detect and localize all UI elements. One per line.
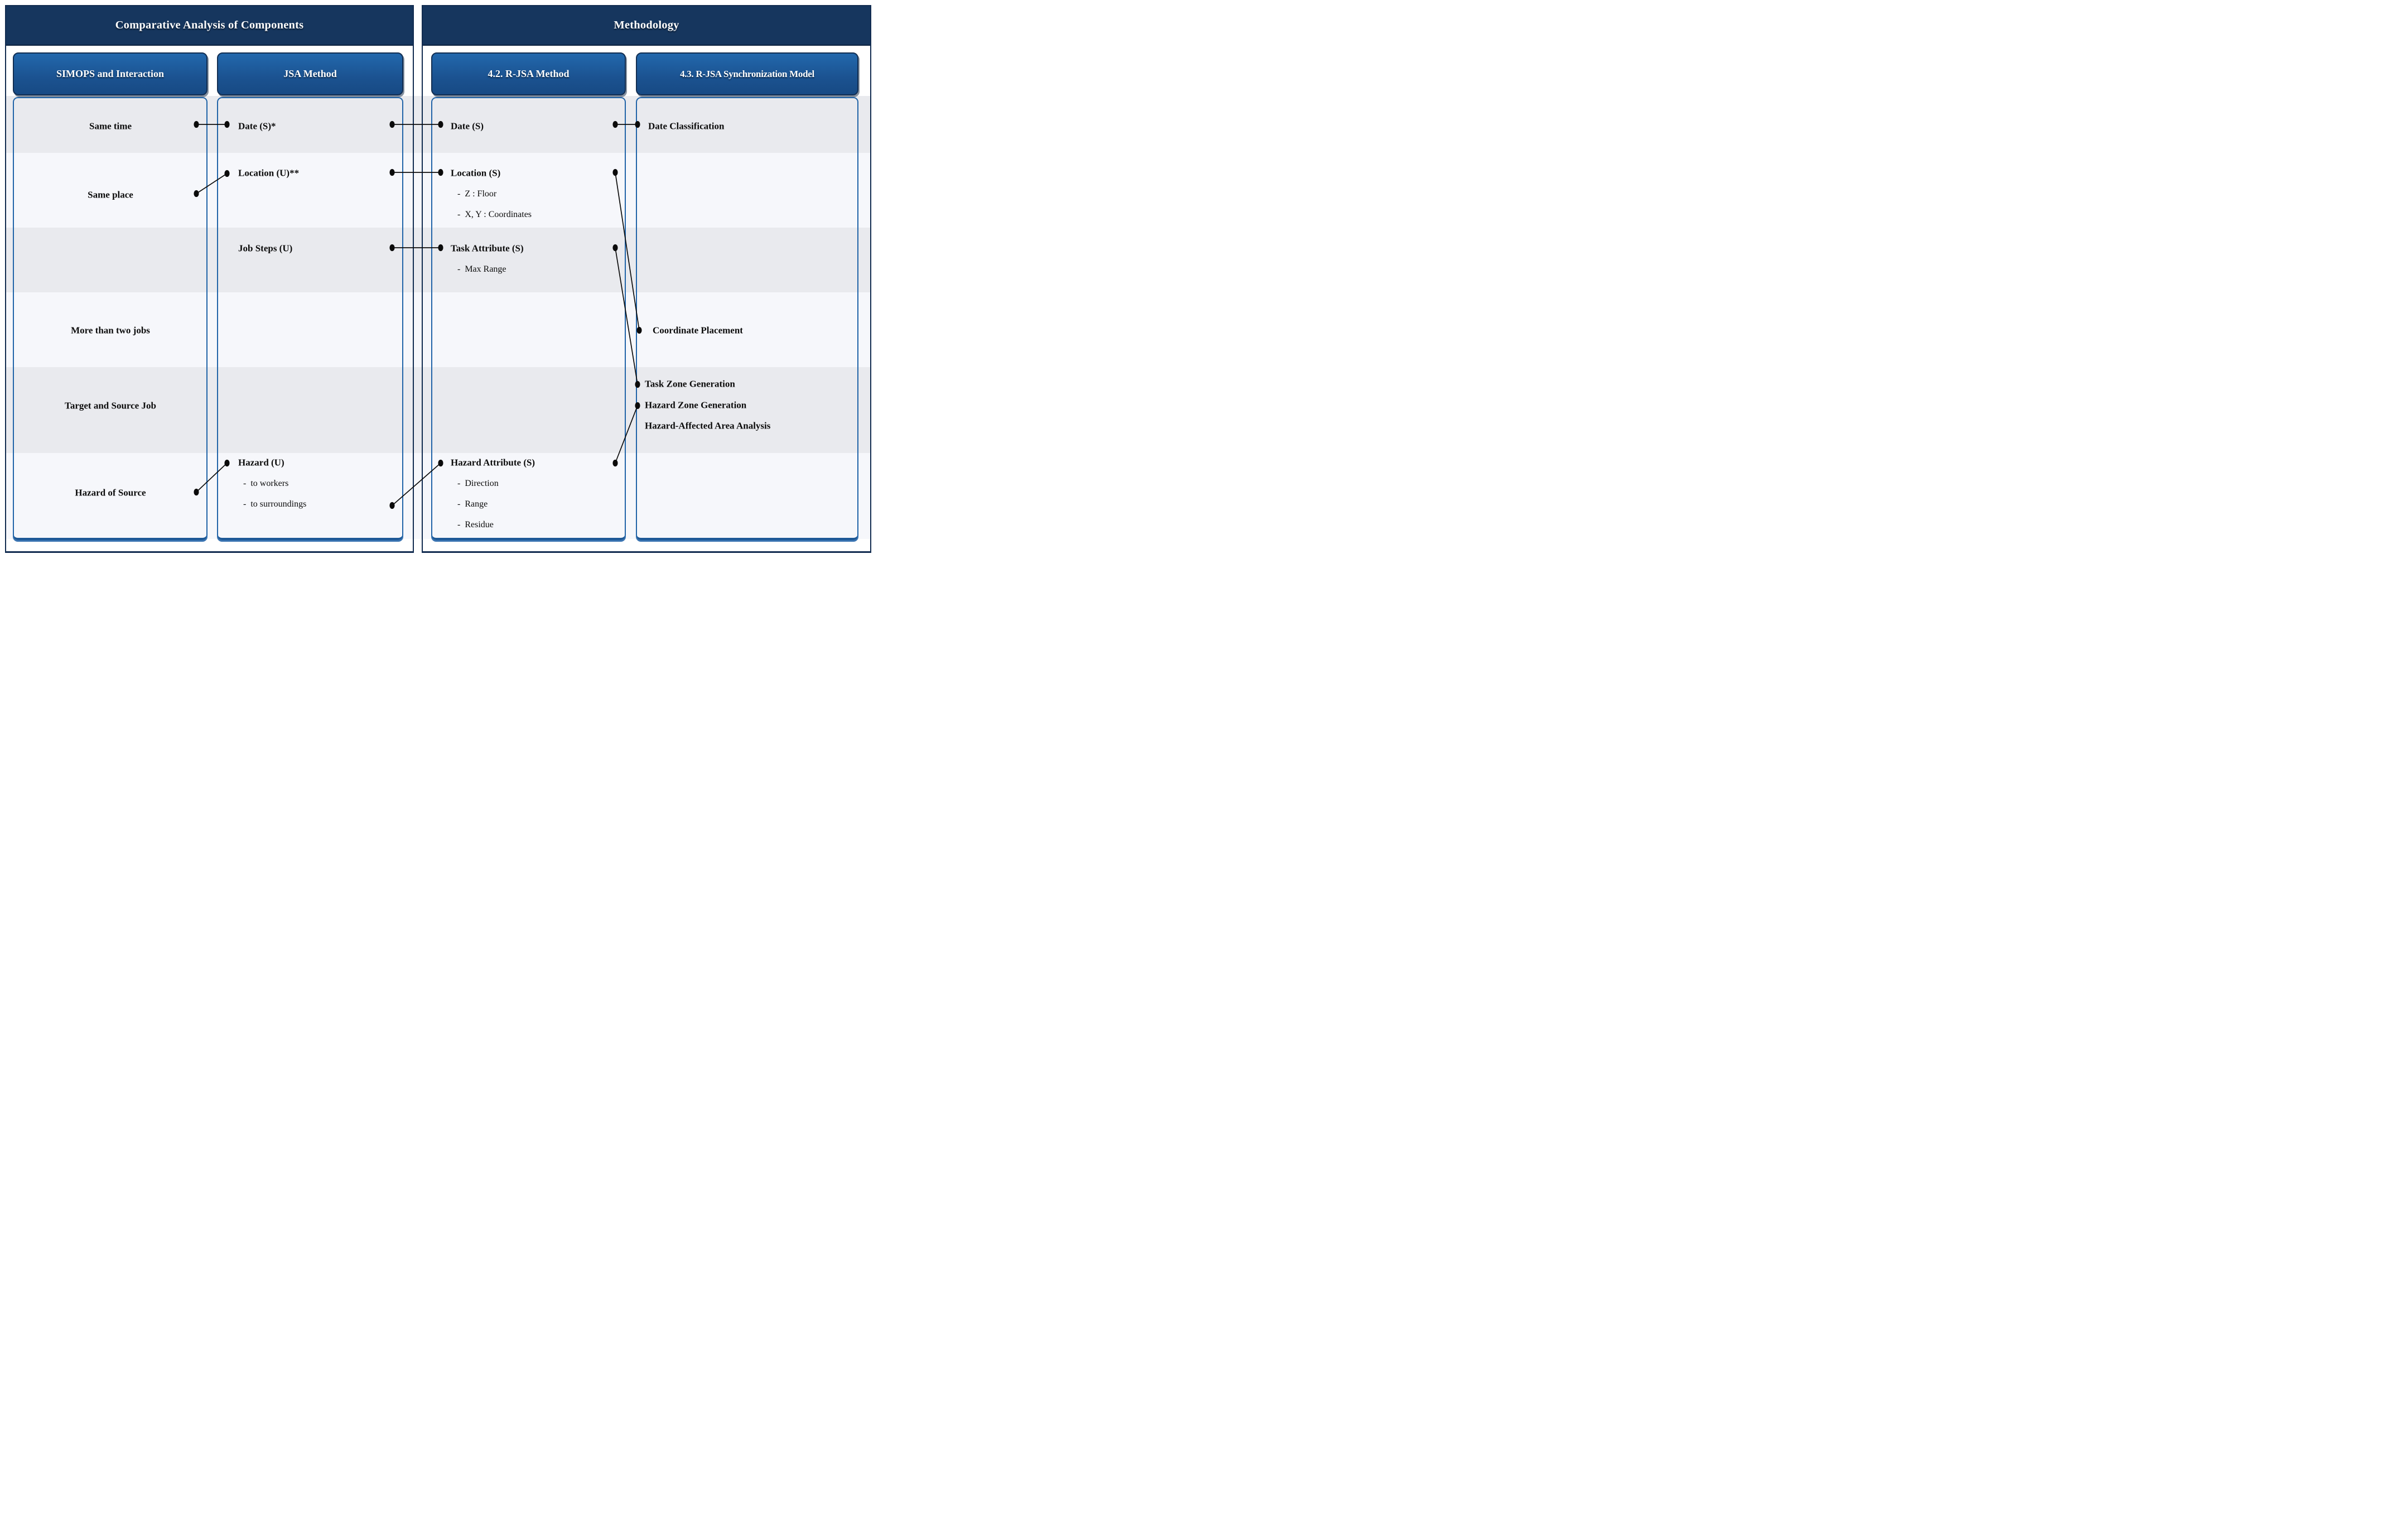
label-jsa-date: Date (S)* <box>238 121 276 132</box>
label-rjsa-task-attribute: Task Attribute (S) <box>451 243 524 254</box>
label-sync-coordinate-placement: Coordinate Placement <box>653 325 743 336</box>
column-frame-rjsa <box>431 97 626 540</box>
column-header-rjsa: 4.2. R-JSA Method <box>431 52 626 95</box>
label-jsa-hazard-to-surroundings: - to surroundings <box>243 499 307 509</box>
label-same-time: Same time <box>89 121 132 132</box>
label-rjsa-max-range: - Max Range <box>457 264 506 274</box>
column-frame-jsa <box>217 97 403 540</box>
left-panel: Comparative Analysis of Components <box>5 5 414 553</box>
label-same-place: Same place <box>88 189 133 200</box>
label-more-than-two-jobs: More than two jobs <box>71 325 150 336</box>
column-header-sync: 4.3. R-JSA Synchronization Model <box>636 52 858 95</box>
label-rjsa-direction: - Direction <box>457 479 499 489</box>
row-band-3 <box>5 228 871 292</box>
row-band-4 <box>5 292 871 367</box>
label-rjsa-xy-coordinates: - X, Y : Coordinates <box>457 210 532 220</box>
right-panel-title: Methodology <box>423 6 870 46</box>
left-panel-title: Comparative Analysis of Components <box>6 6 413 46</box>
right-panel: Methodology <box>422 5 871 553</box>
comparison-diagram: Comparative Analysis of Components Metho… <box>0 0 875 553</box>
label-sync-hazard-affected-area-analysis: Hazard-Affected Area Analysis <box>645 420 771 431</box>
label-hazard-of-source: Hazard of Source <box>75 487 146 498</box>
label-jsa-hazard-to-workers: - to workers <box>243 479 289 489</box>
column-frame-sync <box>636 97 858 540</box>
label-rjsa-z-floor: - Z : Floor <box>457 189 497 199</box>
label-jsa-location: Location (U)** <box>238 167 300 179</box>
label-rjsa-range: - Range <box>457 499 488 509</box>
label-rjsa-residue: - Residue <box>457 520 494 530</box>
label-sync-date-classification: Date Classification <box>648 121 725 132</box>
column-header-jsa: JSA Method <box>217 52 403 95</box>
label-rjsa-hazard-attribute: Hazard Attribute (S) <box>451 457 535 468</box>
label-sync-hazard-zone-generation: Hazard Zone Generation <box>645 399 747 411</box>
column-frame-simops <box>13 97 207 540</box>
column-header-simops: SIMOPS and Interaction <box>13 52 207 95</box>
row-band-5 <box>5 367 871 453</box>
row-band-2 <box>5 153 871 228</box>
label-rjsa-date: Date (S) <box>451 121 484 132</box>
label-jsa-hazard: Hazard (U) <box>238 457 284 468</box>
label-rjsa-location: Location (S) <box>451 167 501 179</box>
label-target-and-source-job: Target and Source Job <box>65 400 156 411</box>
label-sync-task-zone-generation: Task Zone Generation <box>645 378 735 389</box>
label-jsa-job-steps: Job Steps (U) <box>238 243 293 254</box>
